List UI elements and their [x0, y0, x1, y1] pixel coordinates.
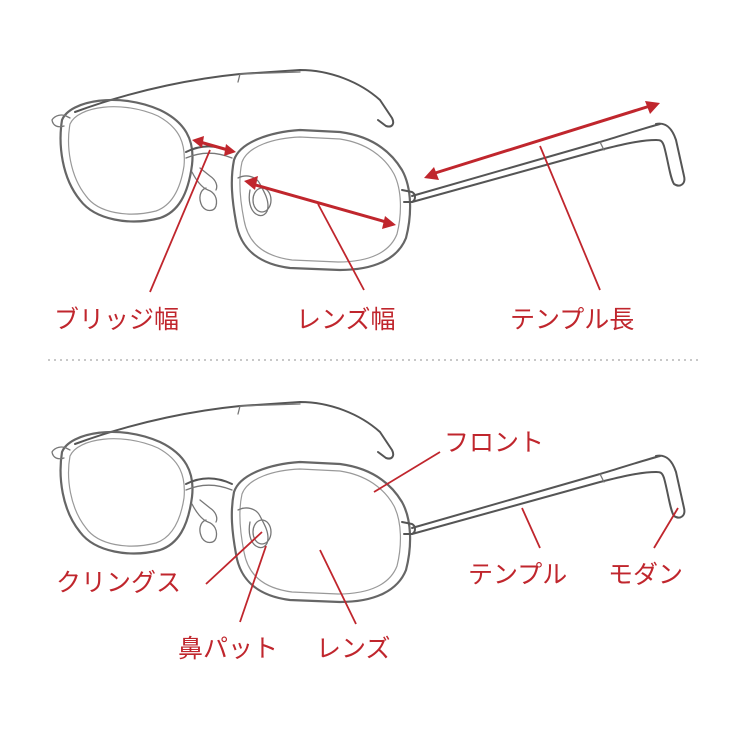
top-glasses-illustration	[50, 68, 686, 272]
modern-leader	[653, 507, 679, 549]
lens-leader	[319, 549, 357, 625]
label-nose-pad: 鼻パット	[178, 634, 279, 663]
label-clings: クリングス	[56, 568, 182, 597]
temple-length-arrow	[424, 101, 660, 180]
clings-leader	[205, 531, 263, 585]
front-leader	[373, 451, 441, 493]
bridge-width-arrow	[192, 136, 236, 156]
lens-width-arrow	[244, 176, 396, 229]
label-lens-width: レンズ幅	[296, 305, 396, 334]
label-temple: テンプル	[468, 560, 568, 589]
label-lens: レンズ	[316, 634, 391, 663]
bridge-width-leader	[149, 149, 211, 293]
label-front: フロント	[444, 428, 545, 457]
nose-pad-leader	[239, 545, 267, 623]
lens-width-leader	[317, 203, 365, 291]
temple-length-leader	[539, 145, 601, 291]
temple-leader	[521, 507, 541, 549]
label-temple-length: テンプル長	[510, 305, 635, 334]
label-modern: モダン	[608, 560, 684, 589]
label-bridge-width: ブリッジ幅	[54, 305, 180, 334]
